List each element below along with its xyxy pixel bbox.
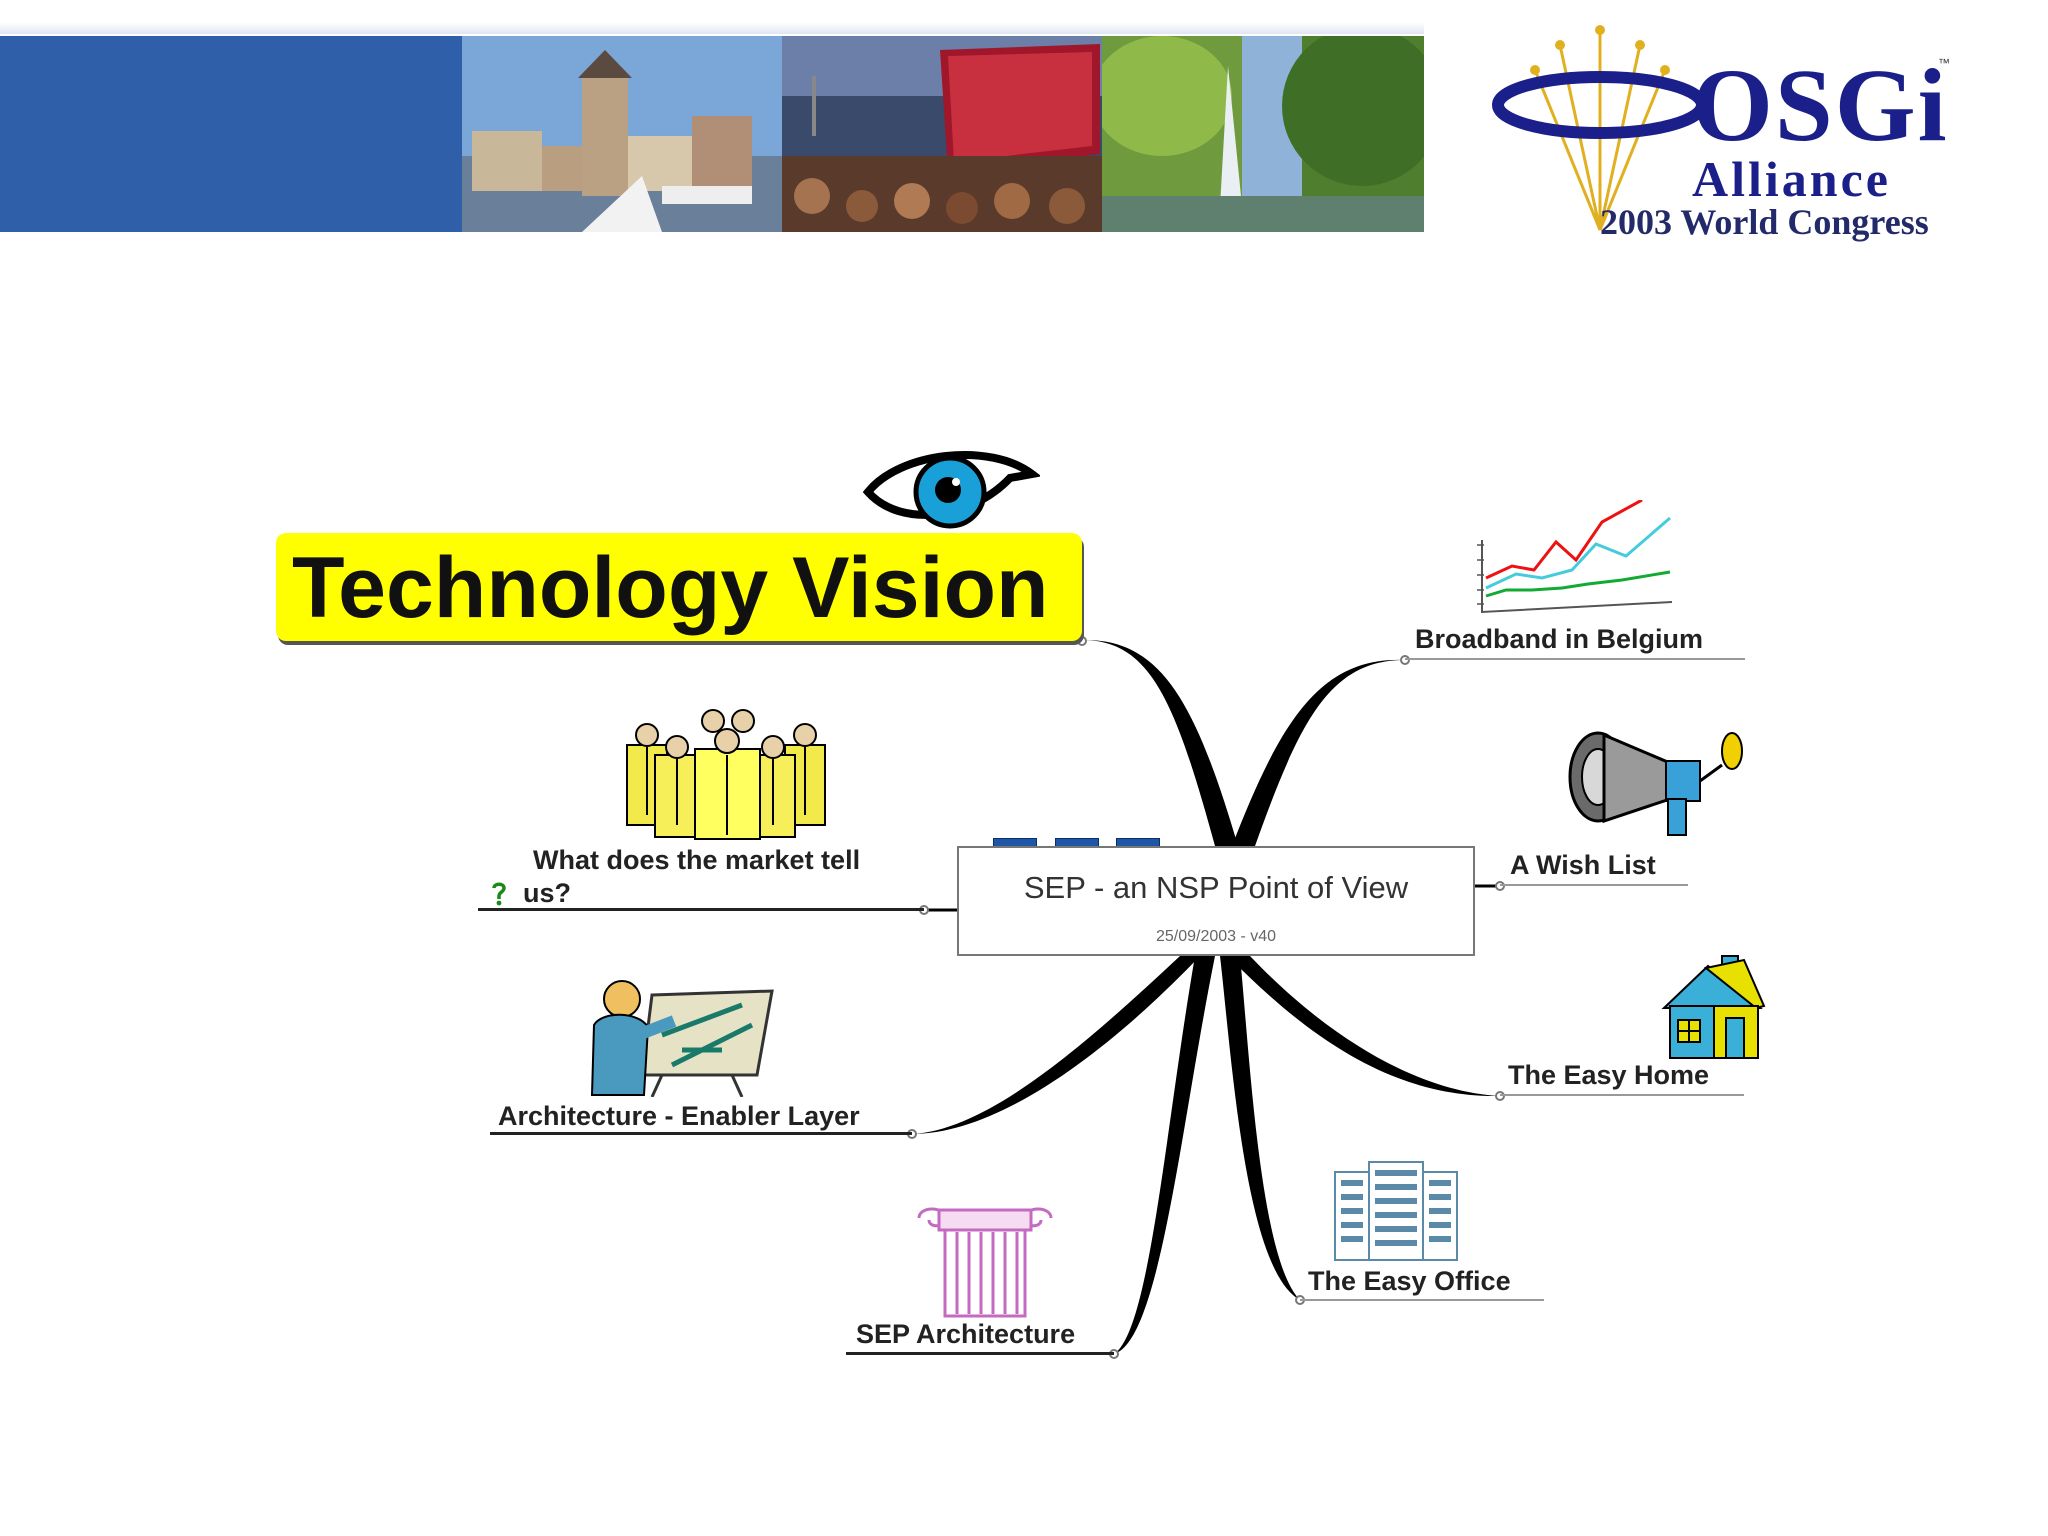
question-mark-icon — [491, 882, 507, 906]
branch-label-easy-home[interactable]: The Easy Home — [1508, 1062, 1709, 1089]
connector-to-architecture — [912, 956, 1200, 1134]
office-building-icon — [1333, 1160, 1459, 1262]
branch-label-broadband[interactable]: Broadband in Belgium — [1415, 626, 1703, 653]
branch-label-market[interactable]: What does the market tell — [533, 847, 860, 874]
branch-underline-wishlist — [1500, 884, 1688, 886]
branch-underline-market — [478, 908, 924, 911]
pillar-column-icon — [915, 1202, 1055, 1320]
megaphone-icon — [1560, 725, 1746, 845]
connector-to-broadband — [1232, 660, 1405, 846]
branch-label-easy-office[interactable]: The Easy Office — [1308, 1268, 1511, 1295]
line-chart-icon — [1472, 500, 1672, 618]
branch-underline-easy-office — [1300, 1299, 1544, 1301]
architect-drafting-icon — [582, 975, 774, 1097]
house-icon — [1656, 950, 1766, 1060]
branch-label-sep-architecture[interactable]: SEP Architecture — [856, 1321, 1075, 1348]
connector-to-title — [1082, 640, 1238, 846]
branch-label-market-line2[interactable]: us? — [523, 880, 571, 907]
branch-underline-easy-home — [1500, 1094, 1744, 1096]
connector-to-home — [1228, 956, 1500, 1096]
branch-underline-architecture — [490, 1132, 912, 1135]
page-title: Technology Vision — [292, 534, 1049, 642]
center-node-subtitle: 25/09/2003 - v40 — [957, 929, 1475, 945]
branch-label-wishlist[interactable]: A Wish List — [1510, 852, 1656, 879]
branch-underline-sep-architecture — [846, 1352, 1114, 1355]
branch-label-architecture[interactable]: Architecture - Enabler Layer — [498, 1103, 860, 1130]
eye-icon — [860, 442, 1040, 542]
center-node-title: SEP - an NSP Point of View — [957, 872, 1475, 903]
people-group-icon — [625, 705, 830, 840]
branch-underline-broadband — [1405, 658, 1745, 660]
